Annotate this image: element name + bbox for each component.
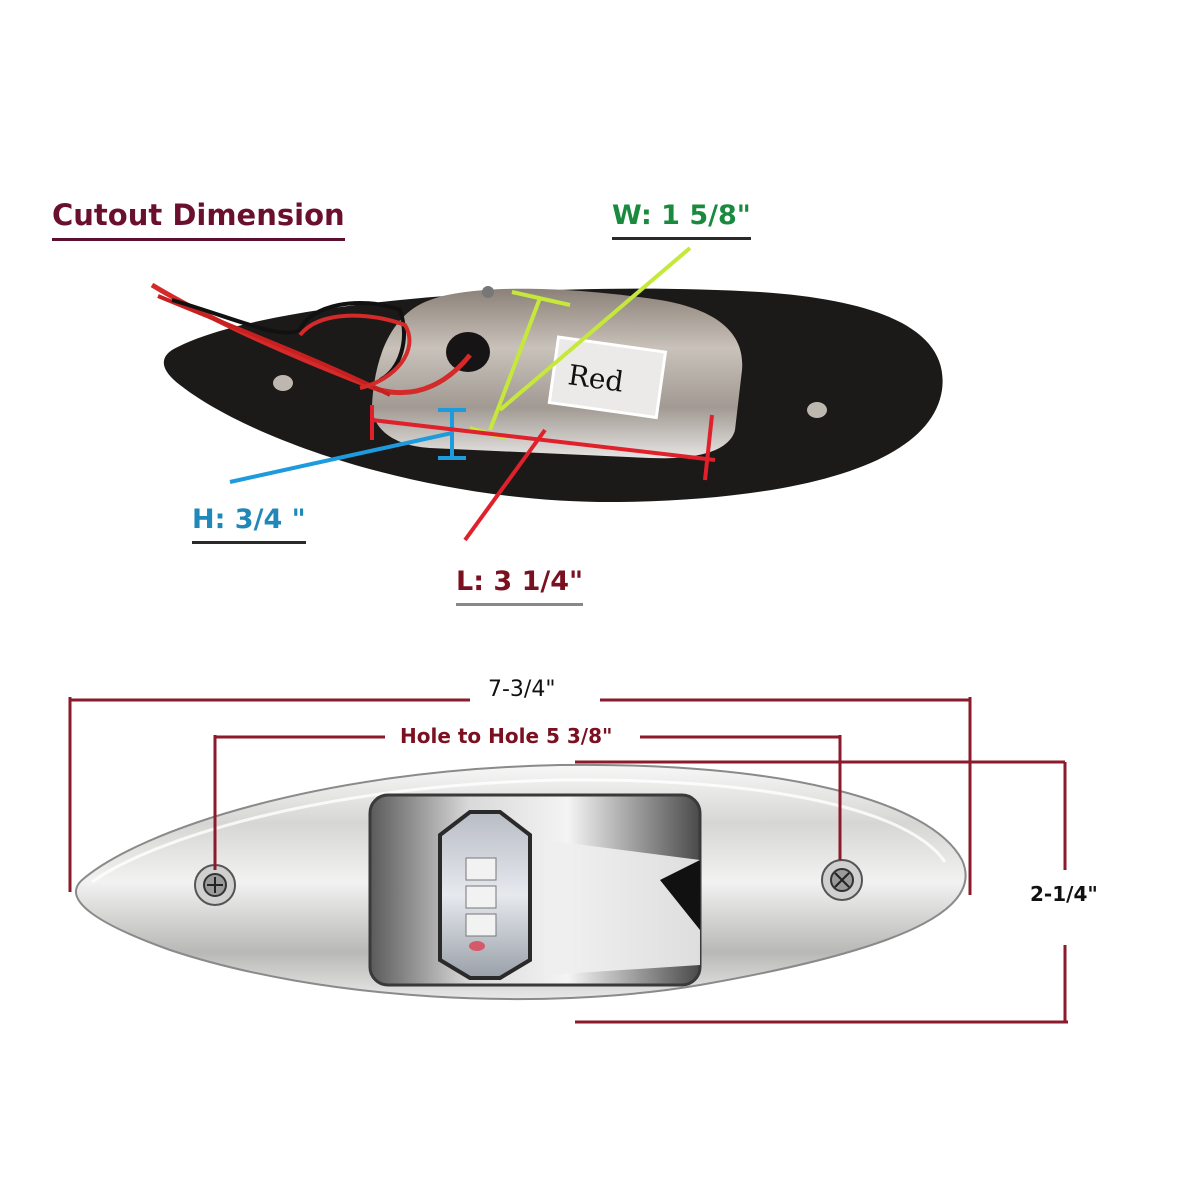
red-sticker [547, 335, 668, 420]
led-chip [465, 885, 497, 909]
overall-length-dimension-line [68, 697, 972, 895]
wire-grommet [446, 332, 490, 372]
gasket-mount-hole-left [273, 375, 293, 391]
diagram-title: Cutout Dimension [52, 198, 345, 241]
width-dimension-marker [469, 246, 692, 440]
length-dimension-marker [370, 405, 716, 542]
screw-left [194, 864, 236, 906]
cutout-height-label: H: 3/4 " [192, 504, 306, 544]
overall-height-dimension-line [575, 760, 1068, 1024]
front-view [75, 763, 967, 1001]
hole-to-hole-dimension-line [213, 735, 842, 870]
height-dimension-marker [229, 408, 466, 484]
hole-to-hole-label: Hole to Hole 5 3/8" [392, 724, 621, 748]
screw-right [821, 859, 863, 901]
overall-length-label: 7-3/4" [478, 677, 566, 702]
cutout-length-label: L: 3 1/4" [456, 566, 584, 606]
cutout-width-label: W: 1 5/8" [612, 200, 751, 240]
overall-height-label: 2-1/4" [1028, 878, 1100, 910]
gasket-rear-view [150, 282, 943, 503]
gasket-mount-hole-right [807, 402, 827, 418]
led-chip [465, 857, 497, 881]
led-chip [465, 913, 497, 937]
